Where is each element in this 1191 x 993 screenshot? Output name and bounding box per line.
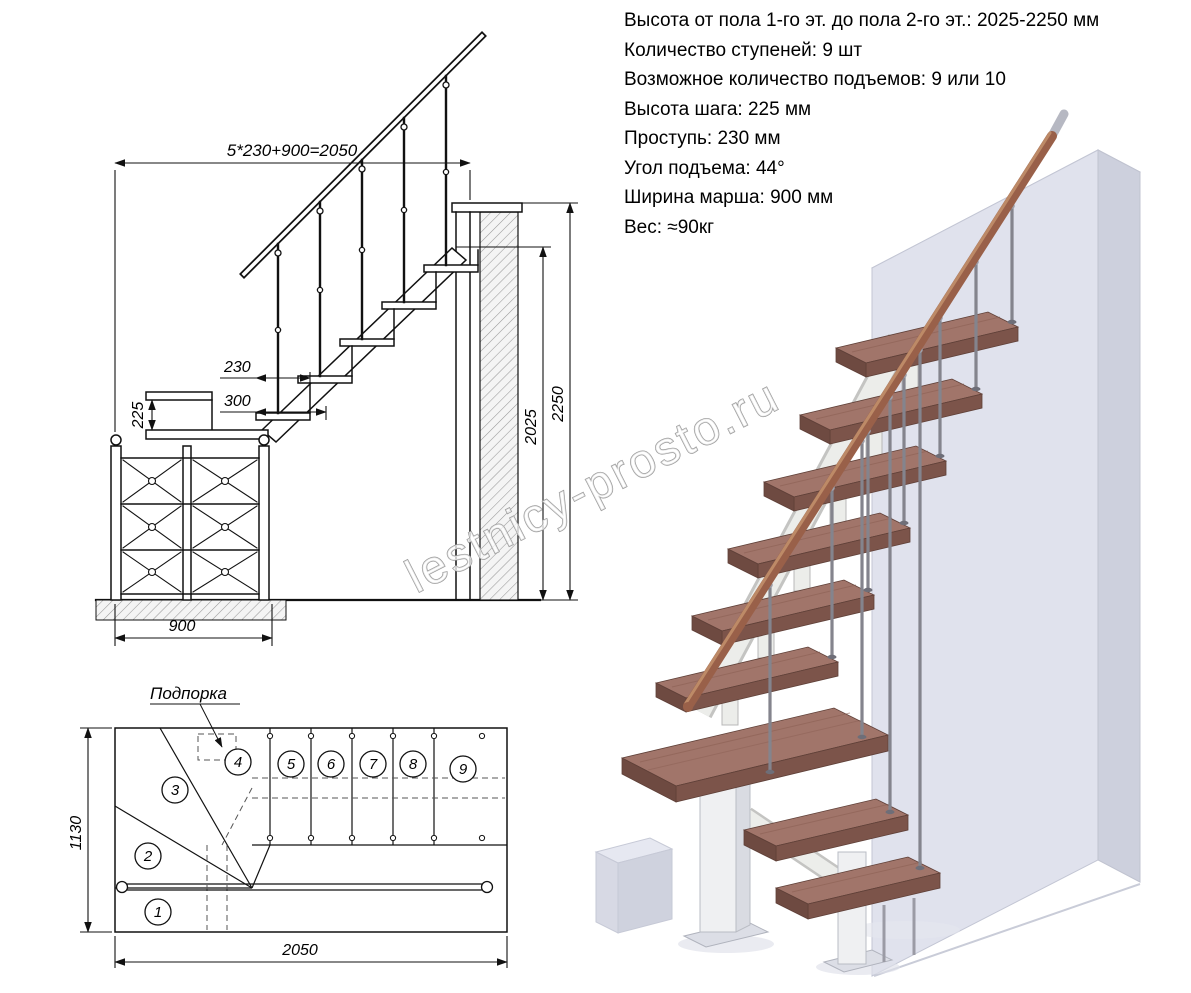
handrail-side (239, 31, 487, 279)
step-number-7: 7 (369, 756, 378, 773)
tread-4 (654, 646, 840, 713)
spec-list: Высота от пола 1-го эт. до пола 2-го эт.… (624, 6, 1188, 242)
support-label: Подпорка (150, 684, 227, 703)
wall (870, 149, 1142, 977)
dim-step-run: 300 (224, 393, 251, 410)
step-number-9: 9 (459, 761, 468, 778)
dim-march-width: 900 (169, 618, 196, 635)
dim-riser-height: 225 (130, 402, 147, 430)
dim-plan-length: 2050 (281, 942, 318, 959)
handrail-end-cap (683, 702, 693, 712)
railing-post-right (258, 445, 270, 601)
tread-1 (774, 856, 942, 920)
lattice-ornament (122, 459, 258, 593)
plan-step-numbers (134, 748, 477, 926)
spec-steps-count: Количество ступеней: 9 шт (624, 39, 863, 61)
plan-railing (115, 880, 494, 894)
tread-2 (742, 798, 910, 862)
lower-landing (110, 391, 270, 601)
tread-5 (690, 579, 876, 646)
landing-platform (145, 429, 269, 440)
upper-wall (451, 202, 523, 601)
step-number-5: 5 (287, 756, 296, 773)
plan-step-dividers (114, 727, 507, 889)
base-slab (594, 837, 674, 934)
first-step (145, 391, 213, 401)
side-elevation-view (94, 31, 542, 621)
winder-tread-3 (620, 707, 890, 803)
plan-view-dimensions (80, 727, 508, 968)
treads-side (255, 249, 479, 421)
dim-tread-depth: 230 (223, 359, 251, 376)
step-number-6: 6 (327, 756, 336, 773)
spec-weight: Вес: ≈90кг (624, 216, 715, 238)
lower-treads (742, 798, 942, 962)
balusters-3d (765, 199, 1017, 871)
post-finial-left (110, 434, 122, 446)
dim-top-formula: 5*230+900=2050 (227, 141, 358, 160)
dim-plan-width: 1130 (68, 816, 85, 851)
floor-base (95, 599, 287, 621)
spec-rises-count: Возможное количество подъемов: 9 или 10 (624, 69, 1006, 90)
spec-step-height: Высота шага: 225 мм (624, 98, 812, 120)
balusters-side (274, 74, 450, 415)
spec-tread-depth: Проступь: 230 мм (624, 128, 781, 149)
step-number-1: 1 (154, 904, 162, 921)
step-number-2: 2 (143, 848, 153, 865)
render-3d (594, 109, 1142, 977)
step-number-4: 4 (234, 754, 242, 771)
support-post-main (682, 764, 770, 948)
handrail-3d (683, 109, 1069, 712)
step-number-8: 8 (409, 756, 418, 773)
railing-post-mid (182, 445, 192, 601)
railing-post-left (110, 445, 122, 601)
tread-6 (726, 512, 912, 579)
plan-bolts (266, 732, 486, 842)
side-view-dimensions (114, 159, 578, 646)
spec-angle: Угол подъема: 44° (624, 157, 785, 179)
spec-march-width: Ширина марша: 900 мм (624, 187, 834, 208)
dim-total-height-max: 2250 (550, 386, 567, 423)
post-finial-right (258, 434, 270, 446)
dim-total-height-min: 2025 (523, 409, 540, 446)
step-number-3: 3 (171, 782, 180, 799)
plan-view (114, 703, 508, 933)
spec-floor-height: Высота от пола 1-го эт. до пола 2-го эт.… (624, 10, 1100, 31)
support-leader-line (199, 703, 223, 748)
